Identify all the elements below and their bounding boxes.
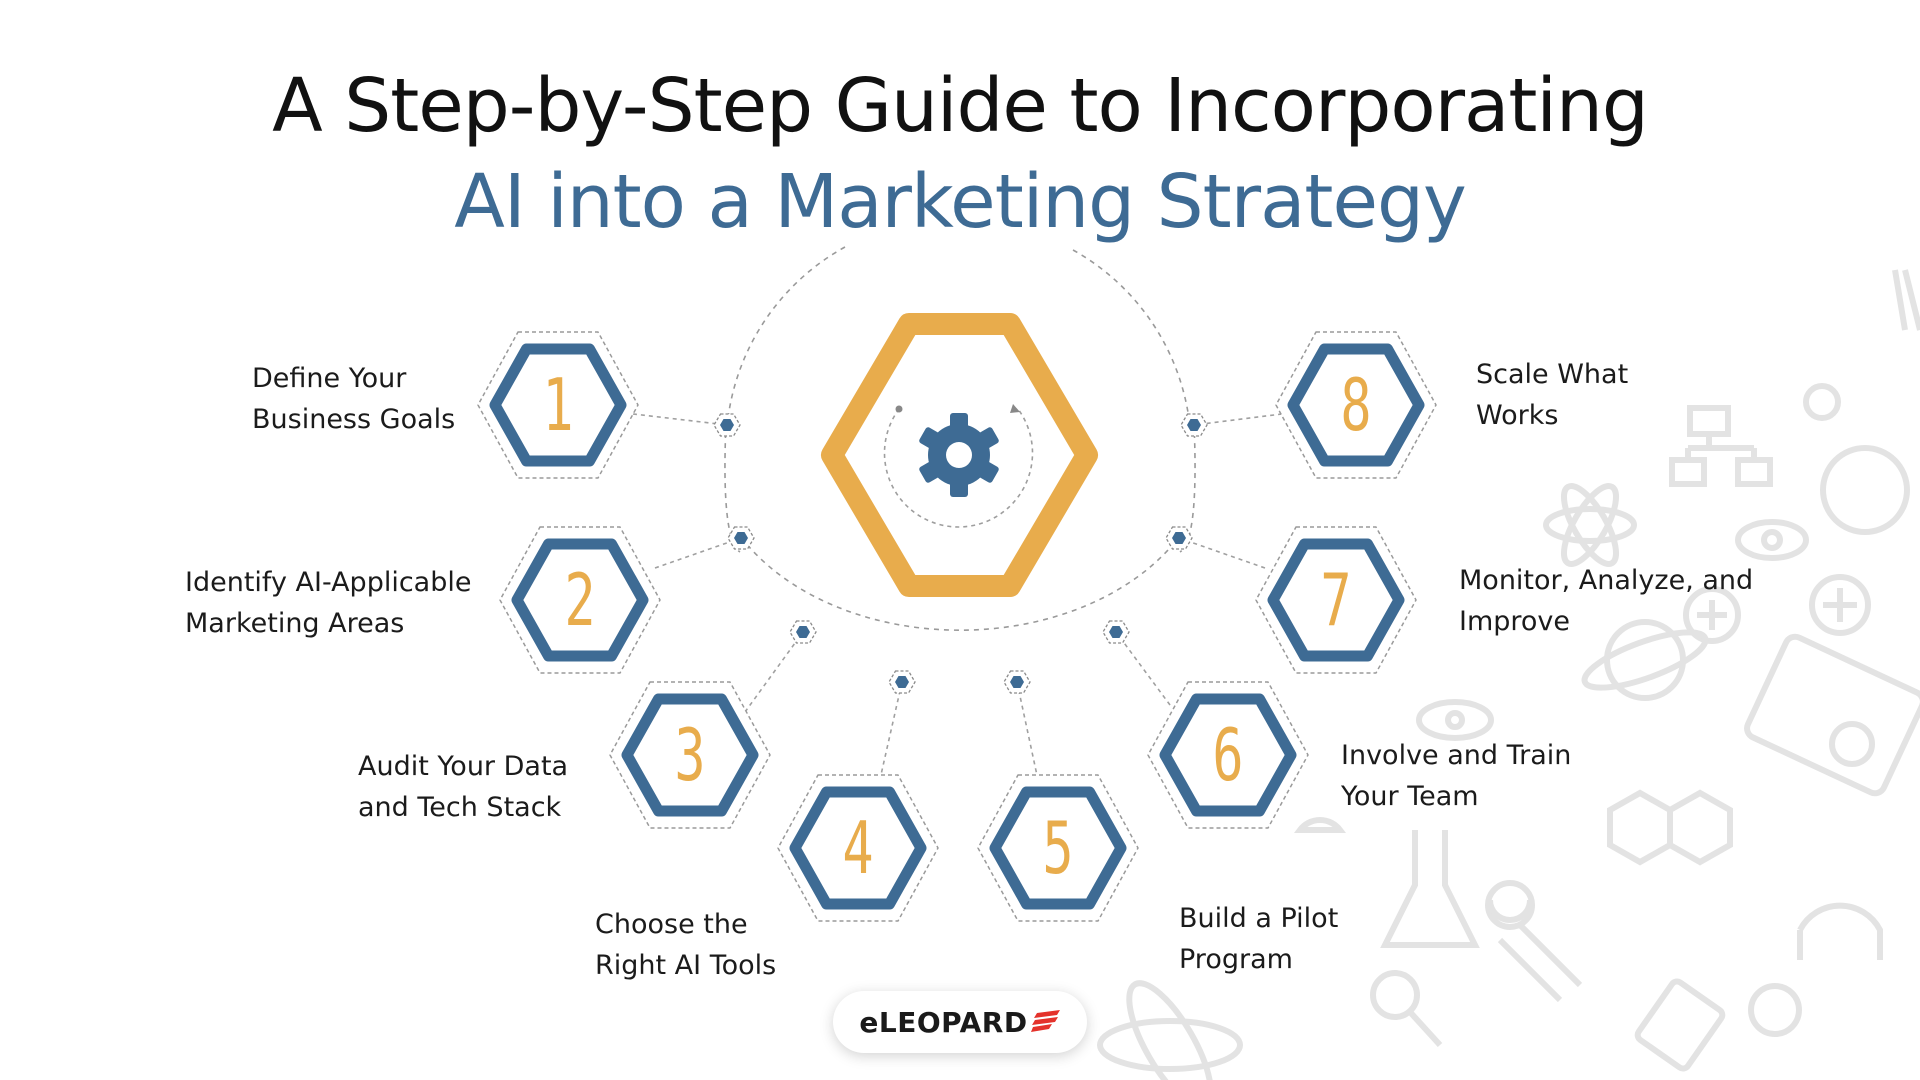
dashed-ring [724,246,1196,631]
step-7-label: Monitor, Analyze, and Improve [1459,560,1753,642]
connector-node-2 [727,526,755,550]
step-3-label-line1: Audit Your Data [358,751,569,782]
step-4-label-line2: Right AI Tools [595,950,777,981]
brand-name: eLEOPARD [859,1005,1028,1039]
connector-node-8 [1180,413,1208,437]
step-4-label: Choose the Right AI Tools [595,904,776,986]
connector-lines [624,412,1291,789]
connector-node-4 [888,670,916,694]
magnet-icon [1797,902,1883,960]
step-1-label-line1: Define Your [252,363,407,394]
step-5-label-line2: Program [1179,944,1293,975]
step-hexagon-3: 3 [609,681,771,829]
plus-circle-icon [1683,586,1741,644]
step-7-label-line2: Improve [1459,606,1571,637]
step-1-number: 1 [542,363,573,447]
step-1-label-line2: Business Goals [252,404,456,435]
step-hexagon-7: 7 [1255,526,1417,674]
brand-logo: eLEOPARD [833,991,1087,1053]
step-2-label-line1: Identify AI-Applicable [185,567,472,598]
brain-head-icon [1820,445,1910,535]
flask-icon [1380,830,1480,948]
step-2-label: Identify AI-Applicable Marketing Areas [185,562,471,644]
step-hexagon-1: 1 [477,331,639,479]
title-line-2: AI into a Marketing Strategy [454,159,1467,245]
step-8-label-line2: Works [1476,400,1559,431]
step-8-label-line1: Scale What [1476,359,1629,390]
eye-icon [1735,519,1809,561]
step-2-number: 2 [564,558,595,642]
step-hexagon-5: 5 [977,774,1139,922]
step-hexagon-8: 8 [1275,331,1437,479]
step-5-number: 5 [1042,806,1073,890]
center-hexagon [821,313,1098,597]
atom-icon [1543,506,1637,544]
step-6-number: 6 [1212,713,1243,797]
step-hexagon-2: 2 [499,526,661,674]
gear-outline-icon [1803,383,1841,421]
gear-icon [919,413,999,497]
title-block: A Step-by-Step Guide to Incorporating AI… [0,58,1920,250]
step-5-label-line1: Build a Pilot [1179,903,1339,934]
step-7-label-line1: Monitor, Analyze, and [1459,565,1754,596]
step-hexagon-4: 4 [777,774,939,922]
step-1-label: Define Your Business Goals [252,358,455,440]
connector-nodes [713,413,1208,694]
step-3-number: 3 [674,713,705,797]
step-4-label-line1: Choose the [595,909,748,940]
connector-node-5 [1003,670,1031,694]
step-3-label: Audit Your Data and Tech Stack [358,746,568,828]
step-6-label-line1: Involve and Train [1341,740,1572,771]
step-4-number: 4 [842,806,873,890]
step-6-label: Involve and Train Your Team [1341,735,1571,817]
step-5-label: Build a Pilot Program [1179,898,1338,980]
speed-stripes-icon [1030,1010,1060,1032]
title-line-1: A Step-by-Step Guide to Incorporating [272,63,1649,149]
connector-node-3 [789,620,817,644]
connector-node-6 [1102,620,1130,644]
step-6-label-line2: Your Team [1341,781,1479,812]
step-2-label-line2: Marketing Areas [185,608,405,639]
step-8-number: 8 [1340,363,1371,447]
step-8-label: Scale What Works [1476,354,1628,436]
connector-node-7 [1165,526,1193,550]
step-7-number: 7 [1320,558,1351,642]
step-3-label-line2: and Tech Stack [358,792,562,823]
step-hexagon-6: 6 [1147,681,1309,829]
monitor-icon [1744,633,1920,797]
connector-node-1 [713,413,741,437]
